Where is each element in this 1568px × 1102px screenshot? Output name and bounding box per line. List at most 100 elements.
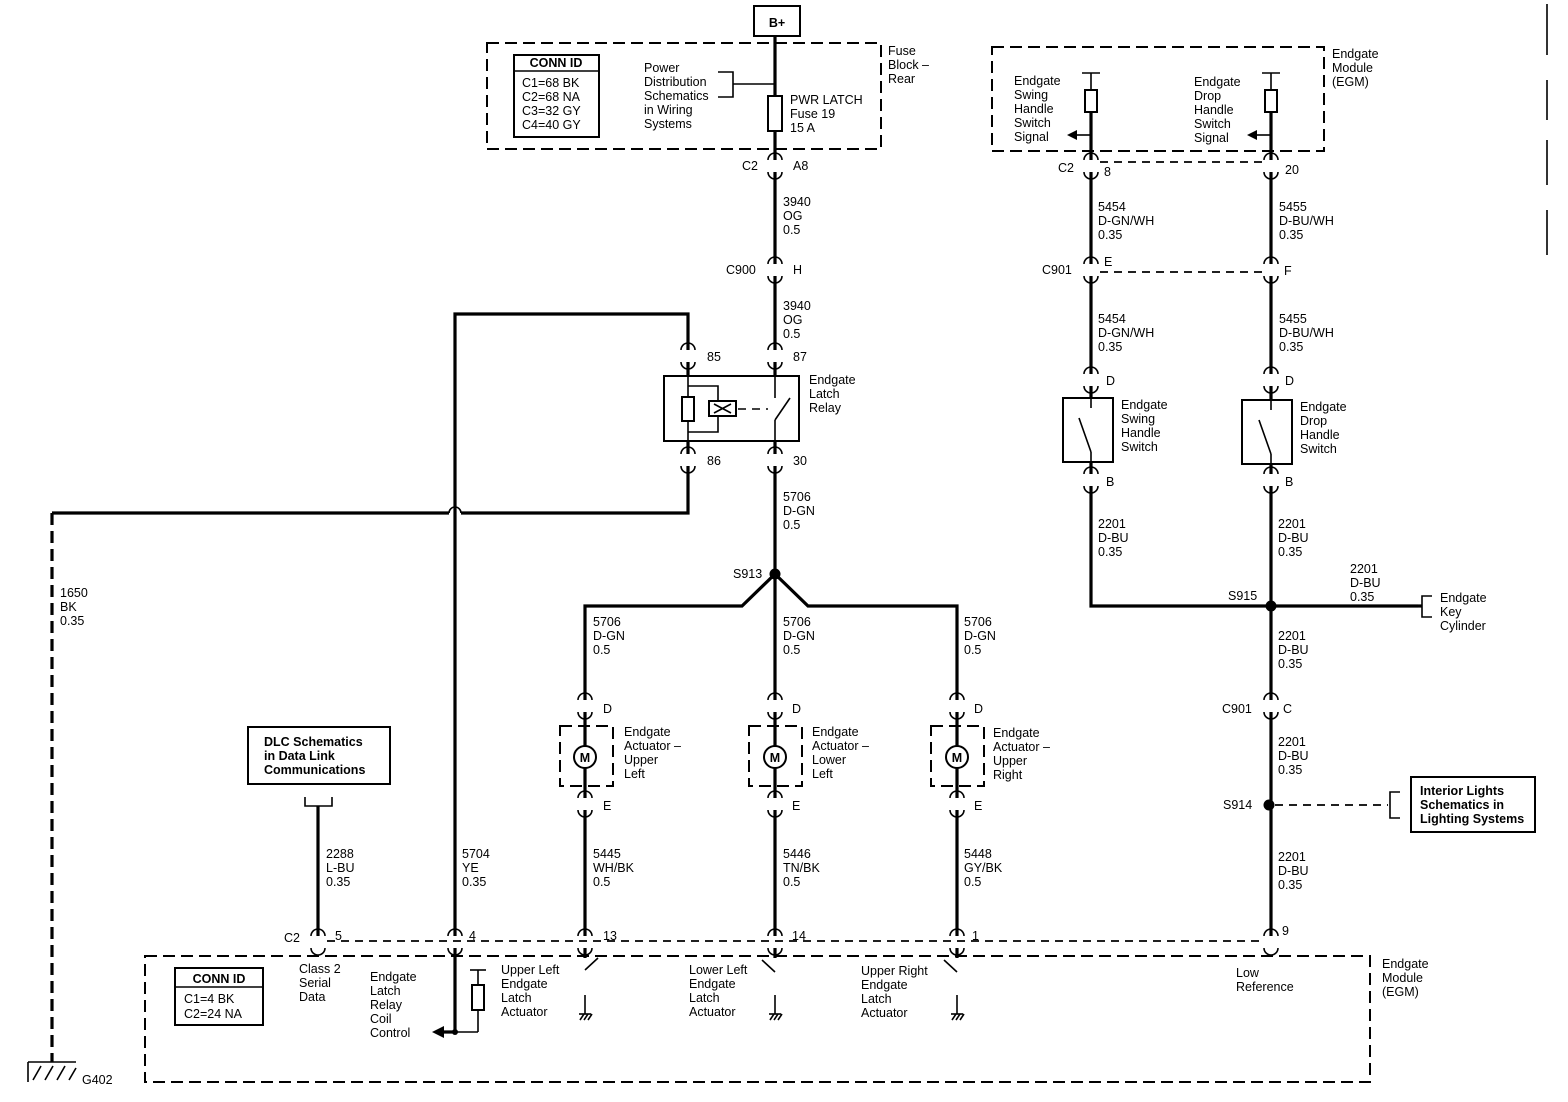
- drop-switch-pin-d: D: [1285, 374, 1294, 388]
- wire-2201-swing-label: 2201 D-BU 0.35: [1098, 517, 1132, 559]
- egm-ul-driver-switch: [579, 948, 599, 1021]
- egm-top-title: Endgate Module (EGM): [1332, 47, 1382, 89]
- motor-symbol-ul: M: [580, 751, 590, 765]
- key-cylinder-label: Endgate Key Cylinder: [1440, 591, 1490, 633]
- s913-branches: [583, 572, 959, 700]
- battery-positive-box: B+: [753, 5, 801, 37]
- actuator-ul-pin-e: E: [603, 799, 611, 813]
- actuator-ur-pin-e: E: [974, 799, 982, 813]
- egm-relay-coil-control-circuit: [432, 948, 486, 1038]
- connector-c2-8: C2 8: [1058, 161, 1111, 179]
- egm-bottom-conn-c2: C2: [284, 931, 300, 945]
- fuse-conn-id-title: CONN ID: [530, 56, 583, 70]
- wire-5454-upper-label: 5454 D-GN/WH 0.35: [1098, 200, 1158, 242]
- motor-symbol-ll: M: [770, 751, 780, 765]
- egm-bottom-module: Endgate Module (EGM) CONN ID C1=4 BK C2=…: [144, 955, 1432, 1083]
- ground-wire-1650: [50, 466, 690, 1062]
- fuse-19-symbol: [767, 95, 783, 132]
- fuse-19-label: PWR LATCH Fuse 19 15 A: [790, 93, 866, 135]
- connector-c2-a8: C2 A8: [742, 159, 808, 173]
- relay-pin-85: 85: [707, 350, 721, 364]
- interior-lights-ref: Interior Lights Schematics in Lighting S…: [1410, 776, 1536, 833]
- wire-5454-lower-label: 5454 D-GN/WH 0.35: [1098, 312, 1158, 354]
- svg-text:Interior Lights Schemati: Interior Lights Schematics in Lighting S…: [1420, 784, 1524, 826]
- connector-c901-c: C901 C: [1222, 702, 1292, 716]
- relay-pin-86: 86: [707, 454, 721, 468]
- connector-c2-20: 20: [1285, 163, 1299, 177]
- splice-s913-label: S913: [733, 567, 762, 581]
- egm-relay-coil-label: Endgate Latch Relay Coil Control: [370, 970, 420, 1040]
- wire-5455-lower-label: 5455 D-BU/WH 0.35: [1279, 312, 1337, 354]
- splice-s915: [1265, 600, 1277, 612]
- swing-switch-pin-d: D: [1106, 374, 1115, 388]
- egm-pin-5: 5: [335, 929, 342, 943]
- egm-swing-signal-label: Endgate Swing Handle Switch Signal: [1014, 74, 1064, 144]
- actuator-lower-left: M: [748, 692, 803, 818]
- connector-c901-f: F: [1284, 264, 1292, 278]
- connector-c900-h: C900 H: [726, 263, 802, 277]
- actuator-ul-name: Endgate Actuator – Upper Left: [624, 725, 684, 781]
- actuator-ll-name: Endgate Actuator – Lower Left: [812, 725, 872, 781]
- egm-drop-signal-label: Endgate Drop Handle Switch Signal: [1194, 75, 1244, 145]
- fuse-block-title: Fuse Block – Rear: [888, 44, 932, 86]
- wire-2201-s914-label: 2201 D-BU 0.35: [1278, 850, 1312, 892]
- drop-switch-pin-b: B: [1285, 475, 1293, 489]
- egm-ur-actuator-label: Upper Right Endgate Latch Actuator: [861, 964, 931, 1020]
- wire-3940-lower-label: 3940 OG 0.5: [783, 299, 814, 341]
- splice-s914: [1263, 799, 1275, 811]
- endgate-drop-handle-switch: [1241, 366, 1293, 494]
- relay-name: Endgate Latch Relay: [809, 373, 859, 415]
- power-distribution-ref: Power Distribution Schematics in Wiring …: [644, 61, 712, 131]
- wire-5706-mid-label: 5706 D-GN 0.5: [783, 615, 818, 657]
- wire-1650-label: 1650 BK 0.35: [60, 586, 91, 628]
- wire-3940-upper-label: 3940 OG 0.5: [783, 195, 814, 237]
- actuator-ul-pin-d: D: [603, 702, 612, 716]
- dlc-schematics-ref: DLC Schematics in Data Link Communicatio…: [247, 726, 391, 936]
- wire-2288-label: 2288 L-BU 0.35: [326, 847, 358, 889]
- egm-low-reference-label: Low Reference: [1236, 966, 1294, 994]
- key-cylinder-bracket: [1421, 595, 1432, 618]
- splice-s914-label: S914: [1223, 798, 1252, 812]
- egm-pin-14: 14: [792, 929, 806, 943]
- egm-conn-id-list: C1=4 BK C2=24 NA: [184, 992, 243, 1021]
- wire-2201-key-label: 2201 D-BU 0.35: [1350, 562, 1384, 604]
- wire-5706-main-label: 5706 D-GN 0.5: [783, 490, 818, 532]
- splice-s915-label: S915: [1228, 589, 1257, 603]
- egm-pin-9: 9: [1282, 924, 1289, 938]
- interior-lights-bracket: [1389, 791, 1400, 819]
- egm-ll-driver-switch: [761, 948, 783, 1021]
- ground-g402-label: G402: [82, 1073, 113, 1087]
- wire-5706-right-label: 5706 D-GN 0.5: [964, 615, 999, 657]
- egm-conn-id-title: CONN ID: [193, 972, 246, 986]
- egm-pin-13: 13: [603, 929, 617, 943]
- egm-ul-actuator-label: Upper Left Endgate Latch Actuator: [501, 963, 563, 1019]
- endgate-swing-handle-switch: [1062, 366, 1114, 494]
- connector-c901-e: C901 E: [1042, 255, 1112, 277]
- egm-ll-actuator-label: Lower Left Endgate Latch Actuator: [689, 963, 751, 1019]
- wire-2201-s915-label: 2201 D-BU 0.35: [1278, 629, 1312, 671]
- actuator-upper-left: M: [559, 692, 614, 818]
- actuator-ll-pin-d: D: [792, 702, 801, 716]
- svg-text:B+: B+: [769, 16, 785, 30]
- relay-pin-30: 30: [793, 454, 807, 468]
- actuator-ll-pin-e: E: [792, 799, 800, 813]
- egm-bottom-title: Endgate Module (EGM): [1382, 957, 1432, 999]
- wire-2201-drop-label: 2201 D-BU 0.35: [1278, 517, 1312, 559]
- wire-5704-label: 5704 YE 0.35: [462, 847, 493, 889]
- wire-5448-label: 5448 GY/BK 0.5: [964, 847, 1006, 889]
- endgate-latch-relay: [453, 312, 800, 936]
- actuator-ur-pin-d: D: [974, 702, 983, 716]
- fuse-conn-id-list: C1=68 BK C2=68 NA C3=32 GY C4=40 GY: [522, 76, 584, 132]
- wire-5446-label: 5446 TN/BK 0.5: [783, 847, 823, 889]
- wire-5455-upper-label: 5455 D-BU/WH 0.35: [1279, 200, 1337, 242]
- drop-switch-name: Endgate Drop Handle Switch: [1300, 400, 1350, 456]
- egm-pin-4: 4: [469, 929, 476, 943]
- egm-top-module: Endgate Module (EGM) Endgate Swing Handl…: [991, 46, 1382, 160]
- svg-text:DLC Schematics in Data L: DLC Schematics in Data Link Communicatio…: [264, 735, 366, 777]
- actuator-ur-name: Endgate Actuator – Upper Right: [993, 726, 1053, 782]
- motor-symbol-ur: M: [952, 751, 962, 765]
- relay-pin-87: 87: [793, 350, 807, 364]
- wire-2201-c901-label: 2201 D-BU 0.35: [1278, 735, 1312, 777]
- wire-5706-left-label: 5706 D-GN 0.5: [593, 615, 628, 657]
